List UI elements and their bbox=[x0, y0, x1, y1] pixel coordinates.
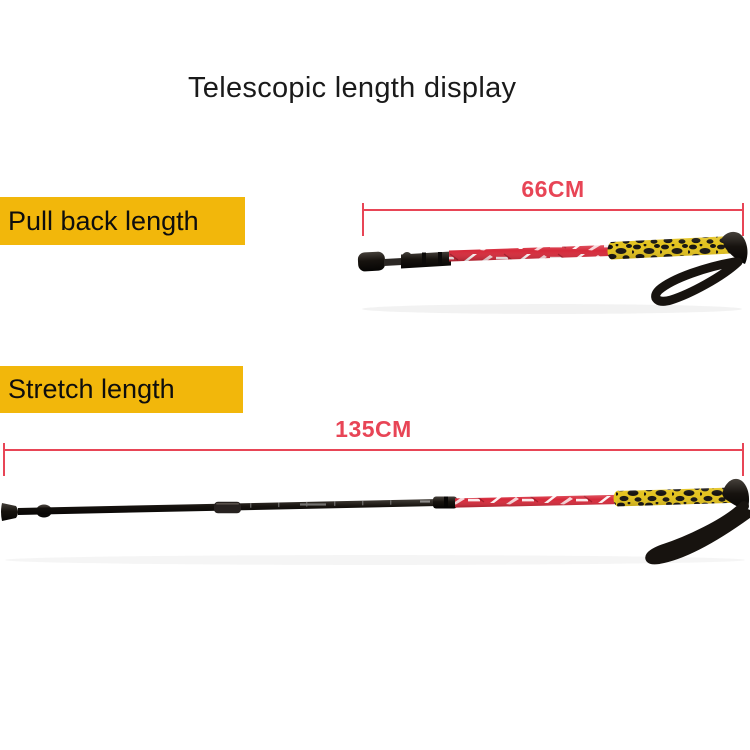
rubber-foot bbox=[1, 503, 18, 521]
foam-grip-shading bbox=[611, 236, 732, 260]
extended-dimension: 135CM bbox=[3, 416, 744, 476]
connector-highlight bbox=[216, 503, 239, 505]
rubber-tip bbox=[357, 251, 386, 272]
extended-pole-image bbox=[1, 478, 750, 565]
folded-ring bbox=[438, 252, 442, 266]
red-shaft-shading bbox=[449, 245, 610, 262]
collapsed-pole-image bbox=[357, 231, 748, 314]
dimension-line bbox=[362, 209, 744, 211]
pull-back-length-label-text: Pull back length bbox=[8, 205, 199, 236]
folded-ring bbox=[422, 252, 426, 267]
dimension-line bbox=[3, 449, 744, 451]
wrist-strap bbox=[645, 501, 750, 565]
stretch-length-label: Stretch length bbox=[0, 366, 243, 413]
ferrule-band bbox=[444, 496, 448, 509]
red-shaft-shading bbox=[455, 494, 616, 508]
dimension-tick-right bbox=[742, 443, 744, 476]
dimension-tick-left bbox=[362, 203, 364, 236]
collapsed-pole bbox=[357, 231, 748, 306]
shaft-markings bbox=[250, 500, 430, 508]
collapsed-measurement-value: 66CM bbox=[521, 176, 585, 202]
pole-shadow bbox=[362, 304, 742, 314]
stretch-length-label-text: Stretch length bbox=[8, 374, 175, 404]
extended-measurement-value: 135CM bbox=[335, 416, 412, 442]
foam-grip-shading bbox=[617, 487, 740, 507]
extended-pole bbox=[1, 478, 750, 565]
dimension-tick-right bbox=[742, 203, 744, 236]
collapsed-dimension: 66CM bbox=[362, 176, 744, 236]
page-title: Telescopic length display bbox=[188, 72, 517, 104]
tip-shaft bbox=[384, 258, 402, 266]
wrist-strap bbox=[651, 257, 743, 306]
handle-top bbox=[722, 231, 748, 264]
locking-connector bbox=[214, 501, 241, 514]
pull-back-length-label: Pull back length bbox=[0, 197, 245, 245]
pole-shadow bbox=[5, 555, 745, 565]
dimension-tick-left bbox=[3, 443, 5, 476]
